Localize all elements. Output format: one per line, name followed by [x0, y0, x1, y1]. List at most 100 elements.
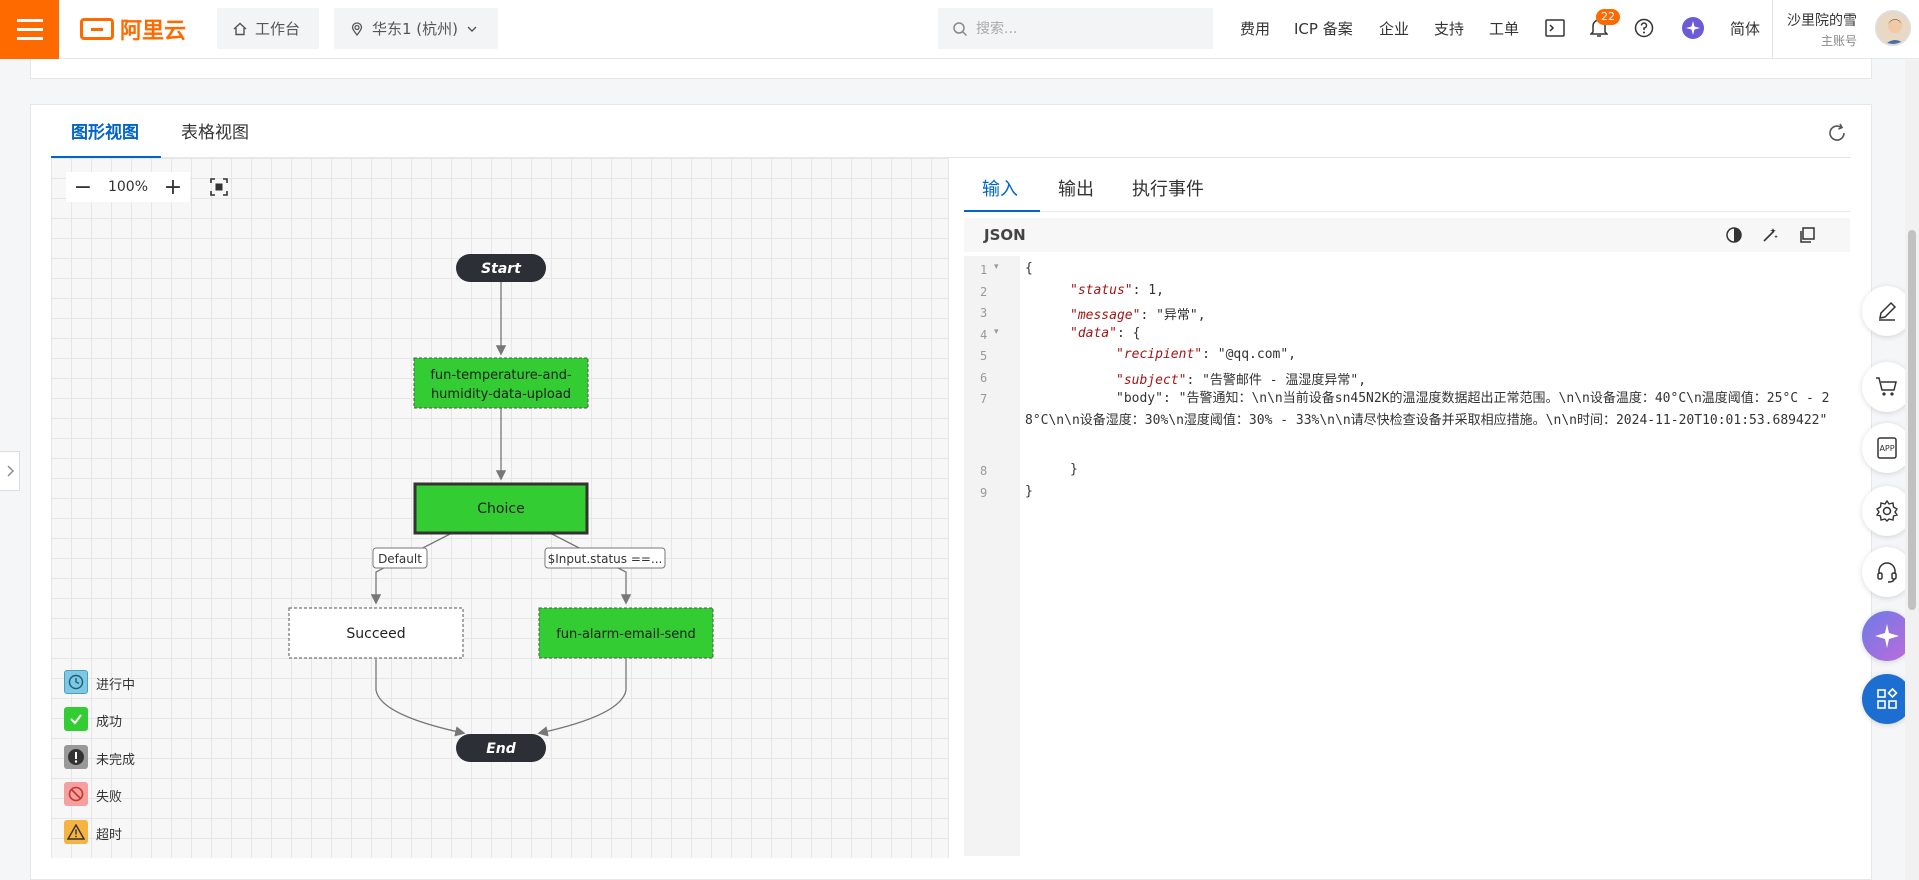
node-choice-label: Choice [477, 501, 524, 517]
code-line: { [1025, 261, 1033, 276]
user-role: 主账号 [1821, 34, 1858, 48]
home-icon [233, 22, 247, 35]
chevron-down-icon [467, 26, 477, 32]
top-bar: 阿里云 工作台 华东1 (杭州) 费用 ICP 备案 企业 支持 工单 22 简… [0, 0, 1919, 59]
support-float-button[interactable] [1862, 547, 1912, 597]
node-start[interactable]: Start [456, 254, 546, 282]
terminal-icon[interactable] [1543, 16, 1567, 40]
settings-float-button[interactable] [1862, 486, 1912, 536]
code-line: } [1070, 462, 1078, 477]
clock-icon [64, 670, 88, 694]
app-icon: APP [1877, 437, 1897, 459]
node-succeed-label: Succeed [346, 626, 405, 642]
sparkle-icon [1875, 624, 1899, 648]
node-task-email-label: fun-alarm-email-send [556, 627, 696, 642]
workbench-label: 工作台 [255, 20, 301, 38]
node-end[interactable]: End [456, 734, 546, 762]
nav-link-enterprise[interactable]: 企业 [1379, 20, 1410, 38]
language-switch[interactable]: 简体 [1730, 20, 1761, 38]
chevron-right-icon [7, 465, 14, 477]
nav-link-icp[interactable]: ICP 备案 [1294, 20, 1353, 38]
edge-succeed-end [375, 659, 466, 737]
json-toolbar: JSON [964, 218, 1850, 252]
code-line: "status": 1, [1070, 283, 1164, 298]
cart-icon [1876, 377, 1897, 396]
svg-text:$Input.status ==...: $Input.status ==... [548, 552, 663, 566]
gear-icon [1875, 499, 1899, 522]
page-scrollbar[interactable] [1905, 60, 1919, 880]
region-label: 华东1 (杭州) [372, 20, 459, 38]
code-line: "subject": "告警邮件 - 温湿度异常", [1116, 373, 1367, 388]
ai-assistant-icon[interactable] [1681, 16, 1705, 40]
code-line: "recipient": "@qq.com", [1116, 347, 1297, 362]
detail-active-tab-indicator [964, 210, 1040, 212]
edge-label-condition: $Input.status ==... [544, 547, 666, 569]
node-task-upload-label-1: fun-temperature-and- [430, 368, 572, 383]
code-line: "data": { [1070, 326, 1141, 341]
format-code-icon[interactable] [1761, 226, 1781, 246]
fold-icon[interactable]: ▾ [994, 327, 999, 337]
edge-task2-end [537, 659, 627, 737]
nav-link-billing[interactable]: 费用 [1240, 20, 1271, 38]
json-editor[interactable]: 1▾ 2 3 4▾ 5 6 7 8 9 { "status": 1, "mess… [964, 256, 1850, 856]
node-end-label: End [486, 741, 517, 757]
menu-button[interactable] [0, 0, 59, 59]
search-input[interactable] [976, 20, 1196, 37]
brand-logo[interactable]: 阿里云 [80, 14, 186, 44]
svg-text:Default: Default [378, 552, 422, 566]
nav-link-support[interactable]: 支持 [1434, 20, 1465, 38]
location-icon [351, 21, 363, 36]
node-task-upload[interactable]: fun-temperature-and- humidity-data-uploa… [413, 357, 589, 409]
theme-toggle-icon[interactable] [1725, 226, 1745, 246]
scrollbar-thumb[interactable] [1908, 230, 1916, 610]
apps-float-button[interactable] [1862, 674, 1912, 724]
search-icon [953, 21, 968, 36]
notification-badge: 22 [1596, 9, 1620, 25]
app-float-button[interactable]: APP [1862, 423, 1912, 473]
ai-float-button[interactable] [1862, 611, 1912, 661]
edit-float-button[interactable] [1862, 286, 1912, 336]
flow-diagram: Start fun-temperature-and- humidity-data… [288, 254, 714, 762]
help-icon[interactable] [1632, 16, 1656, 40]
zoom-out-button[interactable]: − [73, 174, 93, 200]
check-icon [64, 707, 88, 731]
user-menu[interactable]: 沙里院的雪 主账号 [1772, 0, 1919, 59]
tab-table-view[interactable]: 表格视图 [181, 123, 249, 143]
tab-output[interactable]: 输出 [1058, 179, 1094, 200]
region-selector[interactable]: 华东1 (杭州) [334, 8, 498, 49]
edge-choice-succeed [370, 532, 453, 605]
tab-graph-view[interactable]: 图形视图 [71, 123, 139, 143]
brand-name: 阿里云 [120, 19, 187, 44]
active-tab-indicator [51, 156, 161, 158]
aliyun-logo-icon [80, 18, 114, 40]
fold-icon[interactable]: ▾ [994, 262, 999, 272]
copy-icon[interactable] [1798, 226, 1818, 246]
avatar [1875, 10, 1911, 46]
zoom-level: 100% [107, 179, 149, 195]
refresh-icon[interactable] [1826, 122, 1850, 146]
user-name: 沙里院的雪 [1787, 13, 1857, 29]
search-box[interactable] [938, 8, 1213, 49]
headset-icon [1877, 562, 1897, 583]
code-line: "message": "异常", [1070, 308, 1206, 323]
tab-divider [51, 157, 1851, 158]
zoom-controls: − 100% + [66, 172, 190, 202]
nav-link-ticket[interactable]: 工单 [1489, 20, 1520, 38]
node-task-email[interactable]: fun-alarm-email-send [538, 607, 714, 659]
node-choice[interactable]: Choice [413, 482, 589, 535]
side-expand-handle[interactable] [0, 451, 20, 491]
workbench-button[interactable]: 工作台 [217, 8, 319, 49]
tab-input[interactable]: 输入 [982, 179, 1018, 200]
node-start-label: Start [481, 261, 522, 277]
zoom-in-button[interactable]: + [163, 174, 183, 200]
cart-float-button[interactable] [1862, 362, 1912, 412]
node-succeed[interactable]: Succeed [288, 607, 464, 659]
detail-tab-divider [964, 211, 1850, 212]
fit-view-icon[interactable] [208, 176, 230, 198]
edge-choice-task2 [549, 532, 632, 605]
tab-events[interactable]: 执行事件 [1132, 179, 1204, 200]
warning-icon [64, 820, 88, 844]
grid-icon [1877, 687, 1898, 709]
edges [370, 282, 632, 737]
code-line-wrapped: "body": "告警通知：\n\n当前设备sn45N2K的温湿度数据超出正常范… [1025, 391, 1830, 428]
